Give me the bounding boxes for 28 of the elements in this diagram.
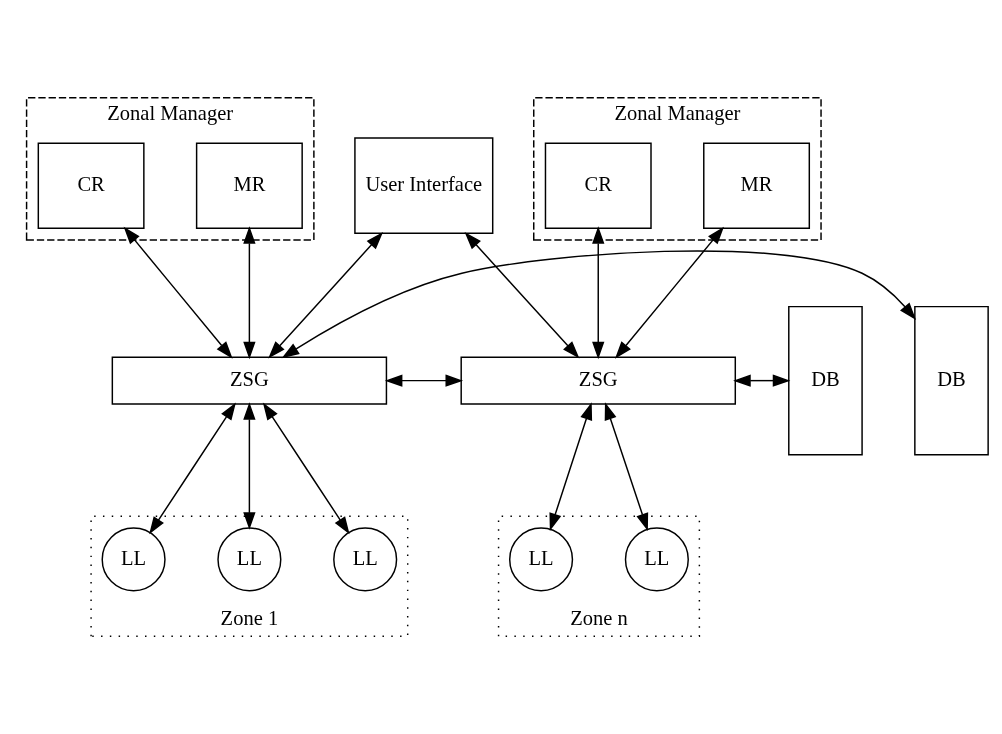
node-circle: LL	[216, 527, 281, 592]
arrow	[464, 232, 579, 359]
node-circle: LL	[332, 527, 397, 592]
arrow	[281, 250, 916, 359]
node-box: CR	[544, 142, 652, 229]
arrow	[384, 374, 463, 387]
node-box: ZSG	[459, 356, 736, 405]
node-box: DB	[913, 305, 989, 456]
arrow	[262, 402, 350, 535]
arrow	[548, 402, 592, 531]
arrow	[267, 232, 383, 359]
node-box: ZSG	[111, 356, 387, 405]
node-box: User Interface	[353, 137, 493, 235]
arrow	[148, 402, 236, 535]
node-box: MR	[702, 142, 810, 229]
arrow	[614, 226, 724, 359]
node-box: MR	[195, 142, 303, 229]
arrow	[123, 226, 233, 359]
arrow	[604, 402, 648, 531]
node-circle: LL	[624, 527, 689, 592]
node-box: DB	[787, 305, 863, 456]
node-circle: LL	[101, 527, 166, 592]
arrow	[732, 374, 790, 387]
arrow	[242, 226, 256, 360]
arrow	[591, 226, 604, 360]
node-box: CR	[37, 142, 145, 229]
arrow	[242, 402, 256, 530]
node-circle: LL	[508, 527, 573, 592]
